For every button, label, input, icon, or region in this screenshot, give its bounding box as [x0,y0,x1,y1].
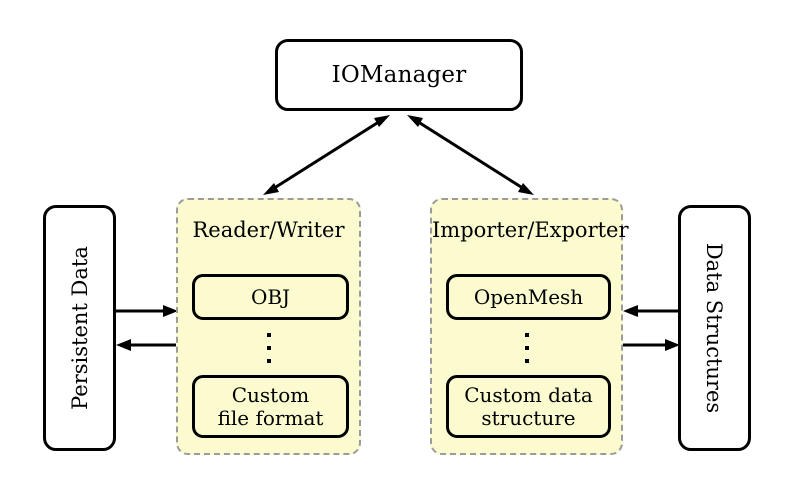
persistent-data-box: Persistent Data [43,205,116,451]
importer-exporter-ellipsis-icon [432,333,621,363]
ellipsis-dot [524,346,529,350]
importer-structures-arrows [623,305,680,351]
importer-exporter-item-custom-data-structure-label: Custom data structure [464,382,593,430]
importer-exporter-item-openmesh: OpenMesh [446,274,611,320]
importer-exporter-item-custom-data-structure: Custom data structure [446,375,611,438]
importer-exporter-item-openmesh-label: OpenMesh [473,284,584,309]
panel-reader-writer-title: Reader/Writer [192,218,345,242]
arrow-manager-reader-writer [263,115,390,195]
persistent-reader-arrows [116,305,178,351]
arrow-reader-to-persistent [116,339,178,351]
custom-data-structure-line1: Custom data [464,382,593,407]
data-structures-box: Data Structures [678,205,751,451]
custom-file-format-line2: file format [217,405,324,430]
data-structures-label: Data Structures [702,242,727,414]
panel-reader-writer: Reader/Writer OBJ Custom file format [176,198,361,455]
custom-data-structure-line2: structure [481,405,576,430]
arrow-manager-importer-exporter [407,115,534,195]
iomanager-box: IOManager [275,39,523,111]
reader-writer-item-custom-file-format-label: Custom file format [217,382,324,430]
reader-writer-ellipsis-icon [178,333,359,363]
ellipsis-dot [524,359,529,363]
arrow-importer-to-structures [623,339,680,351]
persistent-data-label: Persistent Data [67,246,92,410]
iomanager-label: IOManager [331,62,467,88]
ellipsis-dot [266,346,271,350]
panel-importer-exporter-title: Importer/Exporter [432,218,629,242]
arrow-persistent-to-reader [116,305,178,317]
reader-writer-item-custom-file-format: Custom file format [192,375,349,438]
ellipsis-dot [266,333,271,337]
ellipsis-dot [266,359,271,363]
arrow-structures-to-importer [623,305,680,317]
ellipsis-dot [524,333,529,337]
panel-importer-exporter: Importer/Exporter OpenMesh Custom data s… [430,198,629,455]
reader-writer-item-obj-label: OBJ [250,284,291,309]
custom-file-format-line1: Custom [231,382,310,407]
reader-writer-item-obj: OBJ [192,274,349,320]
